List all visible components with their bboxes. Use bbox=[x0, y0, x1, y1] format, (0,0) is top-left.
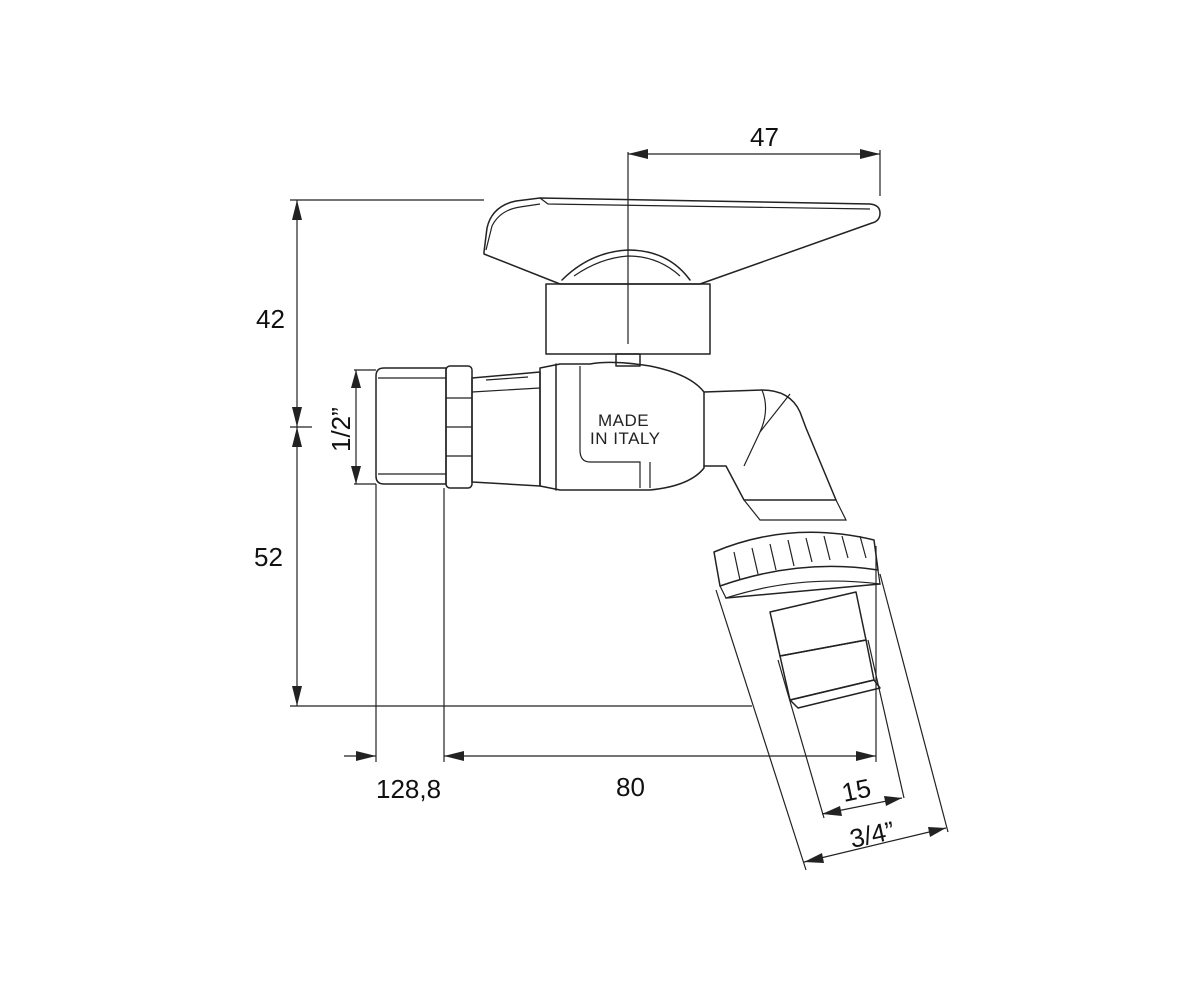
dimension-lines bbox=[290, 149, 949, 871]
valve-body: MADE IN ITALY bbox=[539, 361, 705, 491]
marking-line-2: IN ITALY bbox=[590, 429, 660, 448]
dimension-labels: 47 42 52 1/2” 128,8 80 15 3/4” bbox=[254, 122, 897, 854]
marking-line-1: MADE bbox=[598, 411, 649, 430]
body-neck bbox=[471, 371, 541, 487]
dim-upper-height: 42 bbox=[256, 304, 285, 334]
lever-handle bbox=[483, 197, 881, 285]
dim-lower-height: 52 bbox=[254, 542, 283, 572]
dim-outlet-thread: 3/4” bbox=[847, 815, 897, 854]
dim-outlet-bore: 15 bbox=[839, 773, 874, 808]
knurled-ring bbox=[713, 531, 881, 599]
hex-nut bbox=[445, 365, 473, 489]
dim-total-length: 128,8 bbox=[376, 774, 441, 804]
inlet-thread bbox=[375, 367, 447, 485]
tap-outline: MADE IN ITALY bbox=[375, 197, 881, 709]
dim-handle-width: 47 bbox=[750, 122, 779, 152]
dim-inlet-to-outlet: 80 bbox=[616, 772, 645, 802]
dim-inlet-thread: 1/2” bbox=[326, 407, 356, 452]
spout-bend bbox=[703, 389, 847, 521]
hose-connector bbox=[725, 583, 881, 709]
